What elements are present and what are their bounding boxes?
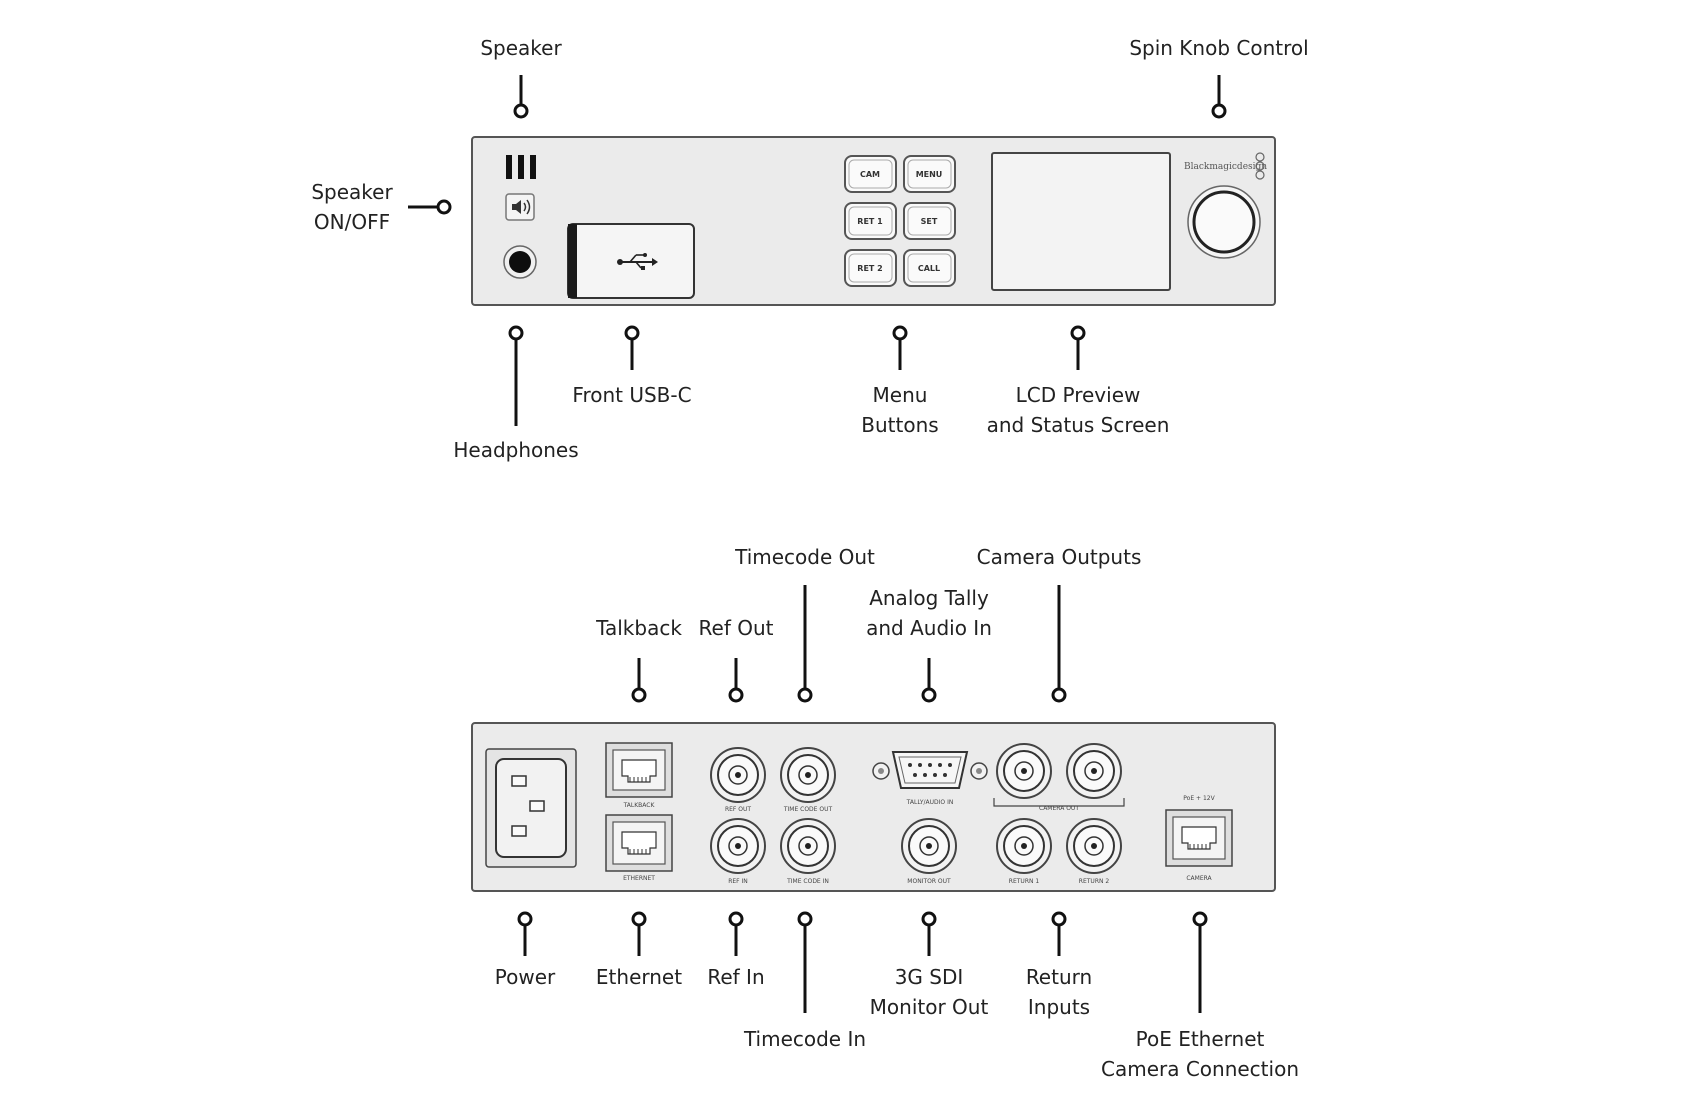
front-panel: CAM MENU RET 1 SET RET 2 bbox=[471, 136, 1276, 306]
headphone-jack[interactable] bbox=[503, 245, 537, 279]
callout-speaker-onoff bbox=[408, 199, 452, 215]
callout-timecode-in bbox=[797, 911, 813, 1013]
menu-button[interactable]: MENU bbox=[903, 155, 956, 193]
poe-camera-port[interactable] bbox=[1165, 809, 1233, 867]
monitor-panel-label: MONITOR OUT bbox=[907, 878, 951, 885]
spin-knob[interactable] bbox=[1187, 185, 1261, 259]
callout-headphones bbox=[508, 325, 524, 426]
tally-panel-label: TALLY/AUDIO IN bbox=[906, 799, 954, 806]
ref-out-bnc[interactable] bbox=[710, 747, 766, 803]
camera-out-bnc-2[interactable] bbox=[1066, 743, 1122, 799]
menu-button-grid: CAM MENU RET 1 SET RET 2 bbox=[844, 155, 956, 287]
ret2-button-label: RET 2 bbox=[857, 264, 882, 273]
return1-panel-label: RETURN 1 bbox=[1009, 878, 1040, 885]
label-power: Power bbox=[494, 965, 556, 989]
ref-in-panel-label: REF IN bbox=[728, 878, 748, 885]
label-timecode-out: Timecode Out bbox=[735, 545, 875, 569]
talkback-port[interactable] bbox=[605, 742, 673, 798]
speaker-toggle-button[interactable] bbox=[505, 193, 535, 221]
cam-button[interactable]: CAM bbox=[844, 155, 897, 193]
monitor-out-bnc[interactable] bbox=[901, 818, 957, 874]
label-front-usbc: Front USB-C bbox=[572, 383, 692, 407]
brand-logo: Blackmagicdesign bbox=[1184, 152, 1267, 180]
speaker-volume-icon bbox=[512, 199, 531, 215]
callout-return-inputs bbox=[1051, 911, 1067, 956]
label-talkback: Talkback bbox=[596, 616, 682, 640]
rear-panel: TALKBACK ETHERNET REF OUT TIME CODE bbox=[471, 722, 1276, 892]
call-button[interactable]: CALL bbox=[903, 249, 956, 287]
callout-ethernet bbox=[631, 911, 647, 956]
callout-camera-outputs bbox=[1051, 585, 1067, 703]
call-button-label: CALL bbox=[918, 264, 940, 273]
camera-out-panel-label: CAMERA OUT bbox=[1039, 805, 1079, 812]
callout-poe bbox=[1192, 911, 1208, 1013]
menu-button-label: MENU bbox=[916, 170, 943, 179]
set-button[interactable]: SET bbox=[903, 202, 956, 240]
set-button-label: SET bbox=[921, 217, 938, 226]
ethernet-panel-label: ETHERNET bbox=[623, 875, 655, 882]
timecode-in-panel-label: TIME CODE IN bbox=[786, 878, 829, 885]
timecode-out-bnc[interactable] bbox=[780, 747, 836, 803]
ethernet-port[interactable] bbox=[605, 814, 673, 872]
ref-in-bnc[interactable] bbox=[710, 818, 766, 874]
rear-panel-body bbox=[471, 722, 1276, 892]
camera-out-bnc-1[interactable] bbox=[996, 743, 1052, 799]
return-1-bnc[interactable] bbox=[996, 818, 1052, 874]
label-headphones: Headphones bbox=[453, 438, 579, 462]
ret1-button-label: RET 1 bbox=[857, 217, 883, 226]
callout-ref-in bbox=[728, 911, 744, 956]
callout-usbc bbox=[624, 325, 640, 370]
camera-out-bracket bbox=[993, 798, 1125, 807]
front-callouts bbox=[408, 75, 1227, 426]
return-2-bnc[interactable] bbox=[1066, 818, 1122, 874]
label-ref-in: Ref In bbox=[707, 965, 765, 989]
callout-sdi-monitor bbox=[921, 911, 937, 956]
camera-panel-label: CAMERA bbox=[1186, 875, 1212, 882]
label-ethernet: Ethernet bbox=[595, 965, 683, 989]
label-ref-out: Ref Out bbox=[698, 616, 774, 640]
ret1-button[interactable]: RET 1 bbox=[844, 202, 897, 240]
callout-lcd bbox=[1070, 325, 1086, 370]
timecode-out-panel-label: TIME CODE OUT bbox=[783, 806, 833, 813]
timecode-in-bnc[interactable] bbox=[780, 818, 836, 874]
return2-panel-label: RETURN 2 bbox=[1079, 878, 1110, 885]
callout-talkback bbox=[631, 658, 647, 703]
label-spin-knob: Spin Knob Control bbox=[1129, 36, 1309, 60]
callout-ref-out bbox=[728, 658, 744, 703]
callout-analog-tally bbox=[921, 658, 937, 703]
rear-callouts bbox=[517, 585, 1208, 1013]
label-camera-outputs: Camera Outputs bbox=[976, 545, 1142, 569]
talkback-panel-label: TALKBACK bbox=[623, 802, 656, 809]
power-inlet[interactable] bbox=[485, 748, 577, 868]
callout-spin-knob bbox=[1211, 75, 1227, 119]
usb-icon bbox=[617, 253, 658, 270]
callout-menu-buttons bbox=[892, 325, 908, 370]
tally-audio-db9[interactable] bbox=[872, 751, 988, 789]
callout-power bbox=[517, 911, 533, 956]
brand-logo-text: Blackmagicdesign bbox=[1184, 162, 1267, 172]
label-timecode-in: Timecode In bbox=[743, 1027, 867, 1051]
ret2-button[interactable]: RET 2 bbox=[844, 249, 897, 287]
ref-out-panel-label: REF OUT bbox=[725, 806, 751, 813]
speaker-grille bbox=[506, 155, 536, 179]
callout-speaker bbox=[513, 75, 529, 119]
cam-button-label: CAM bbox=[860, 170, 880, 179]
poe-panel-label: PoE + 12V bbox=[1183, 795, 1215, 802]
label-speaker: Speaker bbox=[480, 36, 562, 60]
callout-timecode-out bbox=[797, 585, 813, 703]
lcd-screen bbox=[991, 152, 1171, 291]
front-usbc-port[interactable] bbox=[567, 223, 695, 299]
